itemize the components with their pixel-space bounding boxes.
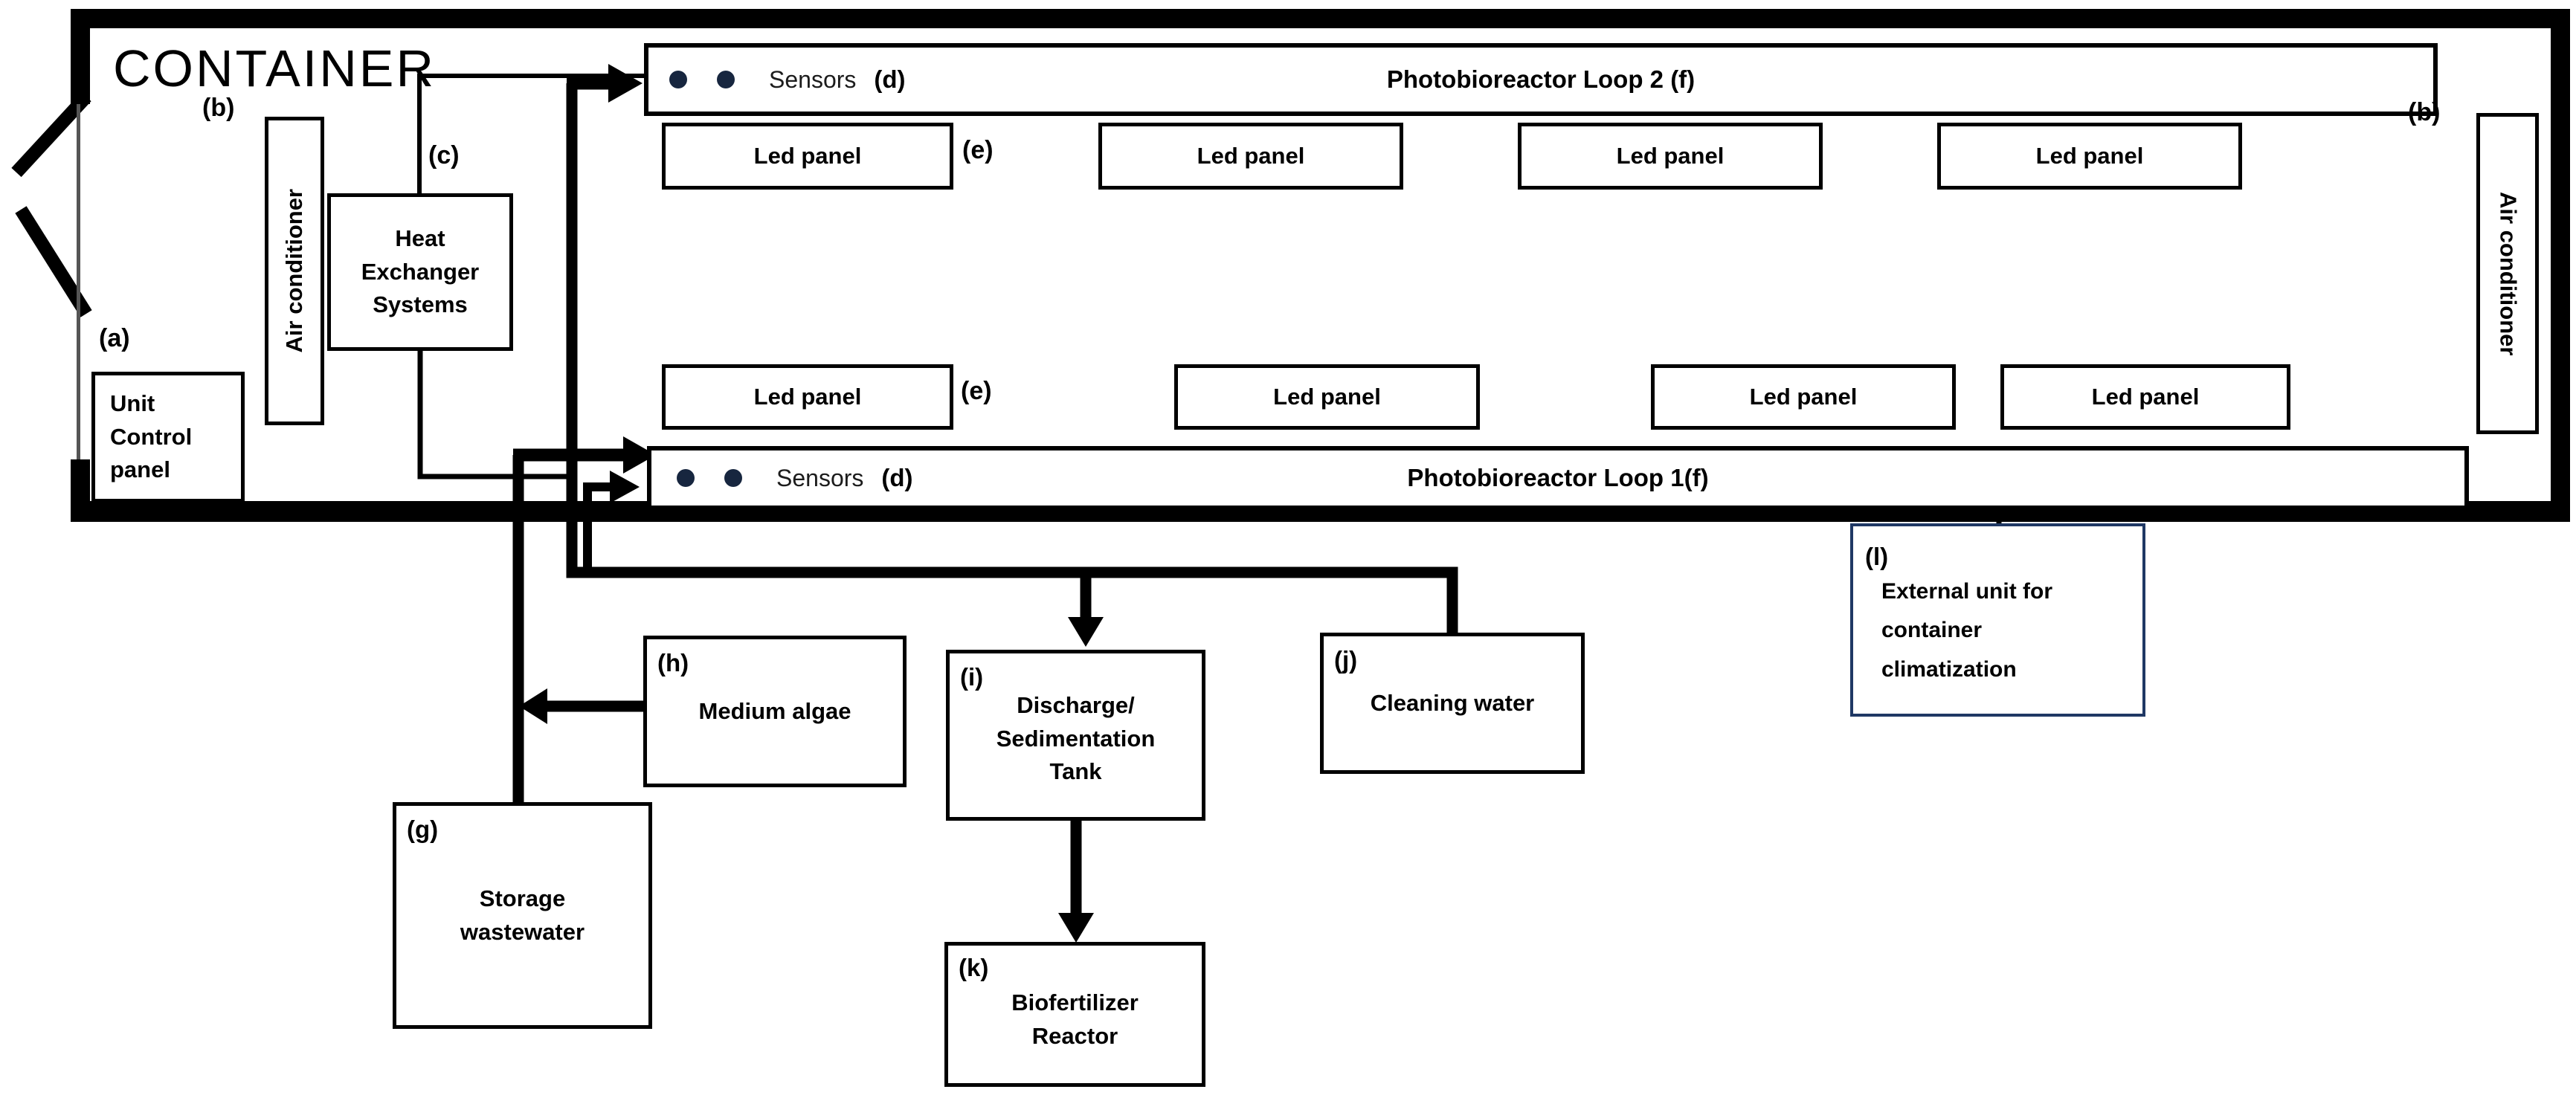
tag-f-loop2: (f): [1670, 65, 1696, 93]
pipe-heatexchanger-to-loop2: [417, 74, 644, 195]
tag-b-right: (b): [2408, 98, 2441, 126]
sensor-dot-icon: [717, 71, 735, 88]
pipe-loop1-stub: [583, 482, 611, 572]
air-conditioner-left-box: Air conditioner: [265, 117, 324, 425]
cleaning-water-label: Cleaning water: [1370, 689, 1535, 716]
led-panel-box: Led panel: [1174, 364, 1480, 430]
led-panel-label: Led panel: [1616, 142, 1725, 169]
tag-d-loop1: (d): [881, 464, 913, 491]
discharge-tank-box: (i) Discharge/ Sedimentation Tank: [946, 650, 1205, 821]
photobioreactor-loop1-box: Photobioreactor Loop 1(f) Sensors (d): [647, 446, 2469, 510]
loop2-title: Photobioreactor Loop 2 (f): [1386, 65, 1696, 93]
tag-g: (g): [407, 816, 439, 843]
tag-j: (j): [1334, 646, 1358, 674]
arrow-into-discharge-head-icon: [1068, 617, 1104, 647]
arrow-into-biofertilizer-head-icon: [1058, 913, 1094, 943]
led-panel-box: Led panel: [662, 123, 953, 190]
tag-l: (l): [1865, 543, 1889, 570]
loop2-sensors-label: Sensors: [769, 65, 857, 93]
external-unit-label: External unit for: [1881, 578, 2053, 604]
photobioreactor-loop2-box: Photobioreactor Loop 2 (f) Sensors (d): [644, 43, 2438, 116]
loop2-sensor-row: Sensors (d): [669, 65, 906, 94]
sensor-dot-icon: [669, 71, 687, 88]
external-unit-box: (l) External unit for container climatiz…: [1850, 523, 2145, 717]
led-panel-box: Led panel: [1098, 123, 1403, 190]
led-panel-box: Led panel: [1937, 123, 2242, 190]
door-leaf-lower-icon: [15, 206, 92, 317]
tag-f-loop1: (f): [1684, 464, 1709, 491]
cleaning-water-box: (j) Cleaning water: [1320, 633, 1585, 774]
pipe-main-riser: [566, 83, 1458, 634]
unit-control-panel-box: Unit Control panel: [91, 372, 245, 503]
air-conditioner-right-label: Air conditioner: [2495, 191, 2522, 356]
tag-h: (h): [657, 649, 689, 676]
biofertilizer-reactor-box: (k) Biofertilizer Reactor: [944, 942, 1205, 1087]
container-wall-left-upper: [71, 9, 90, 104]
container-wall-left-lower: [71, 459, 90, 522]
tag-c: (c): [428, 141, 460, 169]
led-panel-box: Led panel: [1518, 123, 1823, 190]
arrow-into-loop2-head-icon: [608, 64, 643, 103]
tag-i: (i): [960, 663, 984, 691]
door-leaf-upper-icon: [11, 91, 91, 178]
storage-wastewater-label: Storage wastewater: [460, 885, 585, 945]
container-wall-right: [2551, 9, 2570, 522]
arrow1-into-loop1-head-icon: [623, 436, 656, 474]
container-wall-top: [71, 9, 2570, 28]
loop1-title: Photobioreactor Loop 1(f): [1407, 464, 1709, 491]
heat-exchanger-label: Heat Exchanger Systems: [361, 225, 480, 318]
tag-b-left: (b): [202, 94, 235, 122]
unit-control-panel-label: Unit Control panel: [110, 390, 193, 483]
led-panel-box: Led panel: [2000, 364, 2290, 430]
arrow2-into-loop1-head-icon: [610, 471, 640, 503]
loop1-sensor-row: Sensors (d): [677, 464, 913, 492]
medium-algae-label: Medium algae: [698, 697, 851, 724]
loop1-sensors-label: Sensors: [776, 464, 864, 491]
led-panel-label: Led panel: [1197, 142, 1305, 169]
discharge-tank-label: Discharge/ Sedimentation Tank: [996, 691, 1156, 785]
led-panel-box: Led panel: [1651, 364, 1956, 430]
tag-e-bottom: (e): [961, 377, 992, 405]
tag-a: (a): [99, 324, 130, 352]
tag-e-top: (e): [962, 136, 994, 164]
led-panel-label: Led panel: [1749, 383, 1858, 410]
medium-algae-box: (h) Medium algae: [643, 636, 907, 787]
container-title: CONTAINER: [113, 39, 437, 97]
tag-k: (k): [959, 954, 989, 981]
led-panel-label: Led panel: [2035, 142, 2144, 169]
container-door-opening: [77, 104, 80, 459]
led-panel-label: Led panel: [753, 383, 862, 410]
tag-d-loop2: (d): [874, 65, 906, 93]
storage-wastewater-box: (g) Storage wastewater: [393, 802, 652, 1029]
led-panel-label: Led panel: [2091, 383, 2200, 410]
led-panel-label: Led panel: [753, 142, 862, 169]
biofertilizer-reactor-label: Biofertilizer Reactor: [1011, 989, 1139, 1049]
air-conditioner-left-label: Air conditioner: [280, 189, 307, 353]
sensor-dot-icon: [724, 469, 742, 487]
led-panel-box: Led panel: [662, 364, 953, 430]
heat-exchanger-box: Heat Exchanger Systems: [327, 193, 513, 351]
arrow-mediumalgae-head-icon: [519, 688, 547, 724]
sensor-dot-icon: [677, 469, 695, 487]
air-conditioner-right-box: Air conditioner: [2476, 113, 2539, 434]
led-panel-label: Led panel: [1273, 383, 1381, 410]
